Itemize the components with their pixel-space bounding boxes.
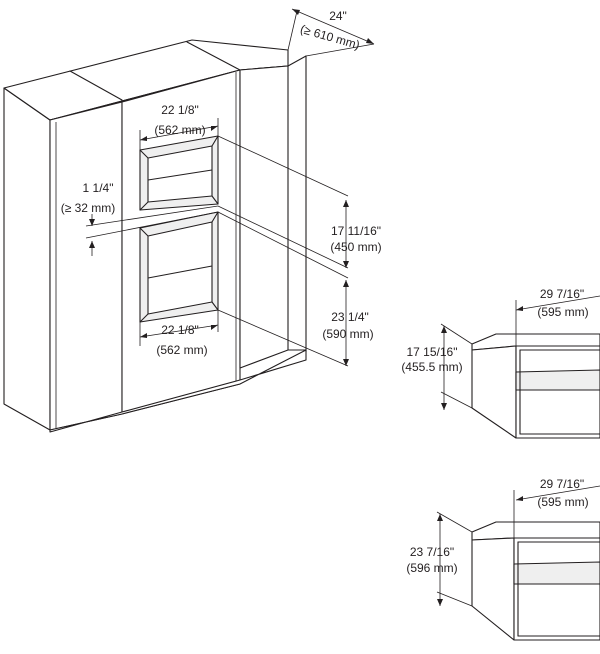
lower-width-imperial: 22 1/8" bbox=[161, 323, 199, 337]
upper-width-imperial: 22 1/8" bbox=[161, 103, 199, 117]
cabinet-plinth bbox=[49, 349, 307, 433]
gap-dimension bbox=[85, 205, 219, 256]
cabinet-left-side bbox=[3, 87, 51, 431]
oven-drawing: 29 7/16" (595 mm) 23 7/16" (596 mm) bbox=[406, 477, 600, 641]
lower-height-imperial: 23 1/4" bbox=[331, 310, 369, 324]
lower-height-metric: (590 mm) bbox=[322, 327, 373, 341]
gap-imperial: 1 1/4" bbox=[83, 181, 114, 195]
oven-height-imperial: 23 7/16" bbox=[410, 545, 454, 559]
upper-height-dimension bbox=[343, 200, 349, 268]
compact-height-metric: (455.5 mm) bbox=[401, 360, 462, 374]
depth-imperial: 24" bbox=[329, 9, 347, 23]
compact-height-imperial: 17 15/16" bbox=[407, 345, 458, 359]
compact-width-metric: (595 mm) bbox=[537, 305, 588, 319]
compact-oven-drawing: 29 7/16" (595 mm) 17 15/16" (455.5 mm) bbox=[401, 287, 600, 439]
depth-dimension bbox=[287, 8, 375, 57]
compact-width-imperial: 29 7/16" bbox=[540, 287, 584, 301]
lower-niche bbox=[139, 211, 219, 323]
depth-metric: (≥ 610 mm) bbox=[299, 22, 362, 52]
lower-width-dimension bbox=[139, 310, 219, 346]
upper-width-metric: (562 mm) bbox=[154, 123, 205, 137]
upper-niche bbox=[139, 135, 219, 211]
oven-width-metric: (595 mm) bbox=[537, 495, 588, 509]
lower-width-metric: (562 mm) bbox=[156, 343, 207, 357]
oven-height-metric: (596 mm) bbox=[406, 561, 457, 575]
lower-height-dimension bbox=[343, 280, 349, 366]
cabinet-drawing: 24" (≥ 610 mm) 22 1/8" (562 mm) 22 1/8" … bbox=[3, 8, 382, 433]
gap-metric: (≥ 32 mm) bbox=[61, 201, 116, 215]
cabinet-left-door bbox=[49, 101, 123, 431]
upper-width-dimension bbox=[139, 118, 219, 150]
oven-width-imperial: 29 7/16" bbox=[540, 477, 584, 491]
upper-height-metric: (450 mm) bbox=[330, 240, 381, 254]
upper-height-imperial: 17 11/16" bbox=[331, 224, 381, 238]
